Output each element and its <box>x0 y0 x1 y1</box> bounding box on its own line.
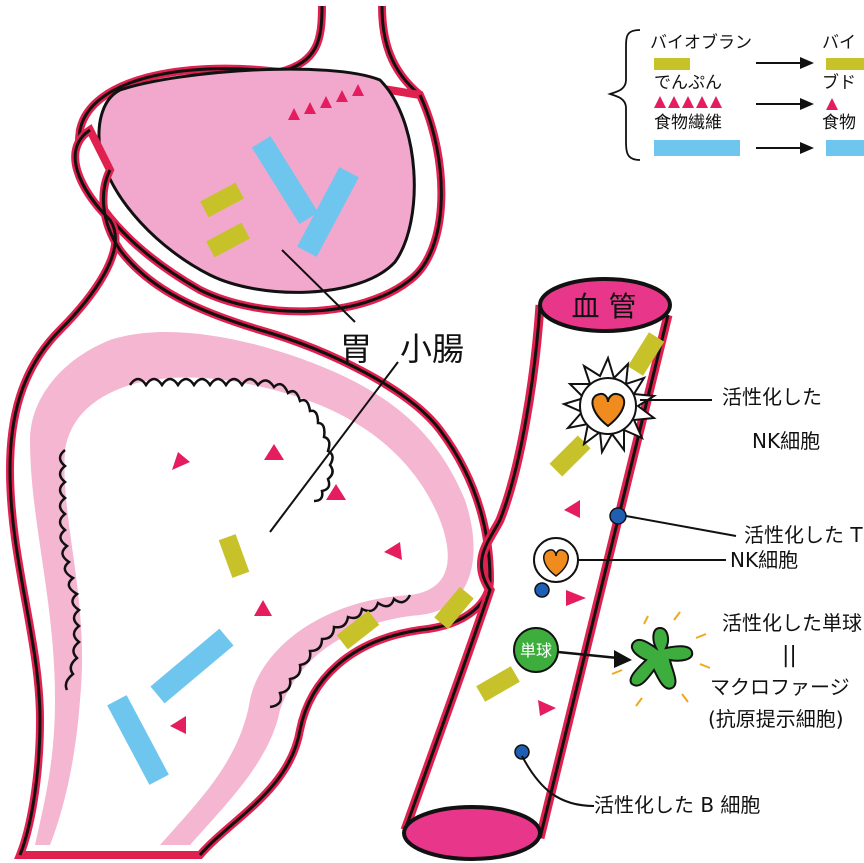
legend-fiber-result: 食物 <box>822 113 856 133</box>
macrophage-label: マクロファージ <box>710 675 850 699</box>
esophagus-wall-right-inner <box>382 6 420 95</box>
stomach-lumen <box>99 69 414 292</box>
red-triangle-icon <box>654 96 722 108</box>
yellow-bar-icon <box>654 58 690 70</box>
yellow-bar-icon <box>826 58 864 70</box>
legend-biobran-label: バイオブラン <box>650 32 752 53</box>
legend: バイオブラン バイ でんぷん ブド 食物繊維 食物 <box>610 30 864 160</box>
legend-starch-result: ブド <box>822 72 856 93</box>
red-triangle-icon <box>826 98 838 110</box>
esophagus <box>300 8 382 70</box>
legend-brace <box>610 30 640 160</box>
activated-t-cell <box>610 508 626 524</box>
vessel-label: 血 管 <box>572 290 637 323</box>
activated-nk-label-1: 活性化した <box>722 385 822 409</box>
legend-biobran-result: バイ <box>822 33 856 53</box>
arrow-right-icon <box>800 98 814 110</box>
small-intestine-label: 小腸 <box>400 330 464 368</box>
arrow-right-icon <box>800 57 814 69</box>
activated-b-label: 活性化した B 細胞 <box>594 793 760 817</box>
activated-t-leader <box>626 516 736 536</box>
monocyte-badge: 単球 <box>520 641 552 660</box>
nk-label: NK細胞 <box>730 548 798 572</box>
arrow-right-icon <box>614 650 632 668</box>
nk-cell <box>534 538 578 582</box>
blue-bar-icon <box>654 140 740 156</box>
stomach-label: 胃 <box>340 330 372 368</box>
legend-starch-label: でんぷん <box>654 73 722 93</box>
apc-label: (抗原提示細胞) <box>708 707 844 731</box>
activated-t-label: 活性化した T <box>744 523 863 547</box>
blue-bar-icon <box>826 140 864 156</box>
monocyte: 単球 <box>514 628 558 672</box>
vessel-bottom-opening <box>404 807 540 859</box>
equals-sign: || <box>782 643 797 668</box>
lymphocyte <box>535 583 549 597</box>
arrow-right-icon <box>800 142 814 154</box>
activated-nk-label-2: NK細胞 <box>752 429 820 453</box>
activated-monocyte-label: 活性化した単球 <box>722 611 862 635</box>
legend-fiber-label: 食物繊維 <box>654 113 722 133</box>
macrophage-body <box>631 628 693 689</box>
